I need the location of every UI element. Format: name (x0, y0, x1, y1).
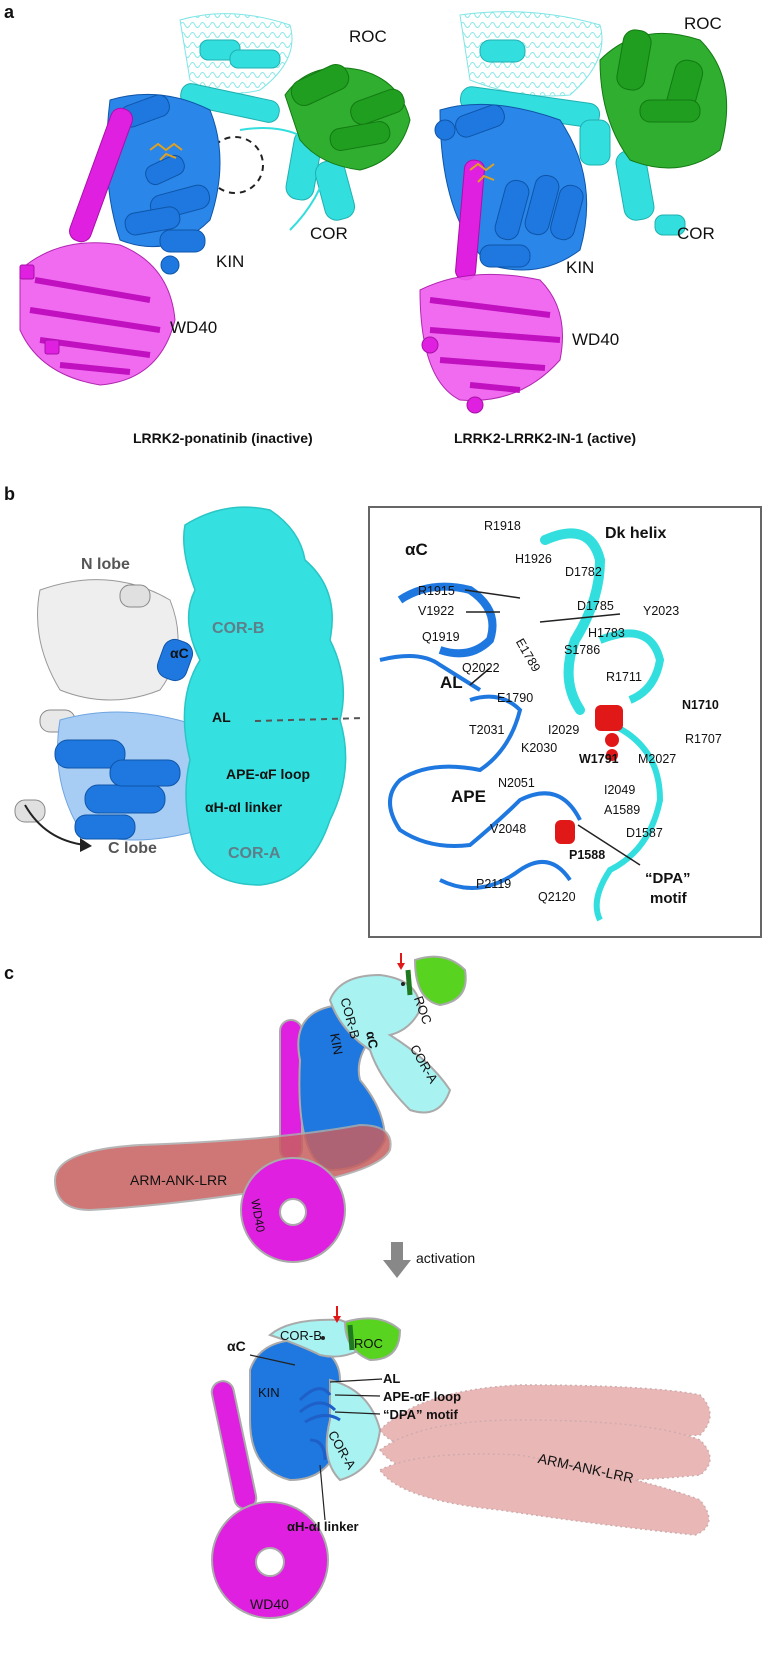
wd40-label-left: WD40 (170, 318, 218, 337)
binding-gap-circle (206, 136, 264, 194)
wd40-domain-right (419, 159, 563, 414)
res-n1710: N1710 (682, 698, 719, 712)
res-q1919: Q1919 (422, 630, 460, 644)
roc-domain-right (599, 29, 728, 169)
cor-b-label-bottom: COR-B (280, 1328, 322, 1343)
arrowhead-icon (80, 838, 92, 852)
ac-label-top: αC (363, 1030, 382, 1050)
activation-label: activation (416, 1250, 476, 1266)
zoom-connector-line (254, 717, 366, 722)
wd40-label-right: WD40 (572, 330, 620, 349)
res-a1589: A1589 (604, 803, 641, 817)
cor-a-label: COR-A (228, 845, 281, 862)
schematic-active (210, 1306, 711, 1619)
res-n2051: N2051 (498, 776, 535, 790)
kin-label-right: KIN (566, 258, 595, 277)
res-m2027: M2027 (638, 752, 677, 766)
al-label-inset: AL (440, 673, 463, 692)
dpa-label-bottom: “DPA” motif (383, 1407, 458, 1422)
res-d1587: D1587 (626, 826, 663, 840)
res-r1915: R1915 (418, 584, 455, 598)
res-y2023: Y2023 (643, 604, 680, 618)
res-t2031: T2031 (469, 723, 505, 737)
kin-label-left: KIN (216, 252, 245, 271)
res-r1711: R1711 (606, 670, 642, 684)
panel-letter-b: b (4, 484, 15, 504)
n-lobe-label: N lobe (81, 556, 130, 573)
arm-label-top: ARM-ANK-LRR (130, 1172, 228, 1188)
inset-structure (379, 528, 665, 922)
c-lobe-rotation-arrow (24, 804, 86, 846)
kinase-cor-surface (14, 506, 366, 886)
cor-b-label: COR-B (212, 620, 265, 637)
res-d1785: D1785 (577, 599, 614, 613)
res-p2119: P2119 (476, 877, 512, 891)
dpa-label-line2: motif (650, 890, 687, 907)
ape-af-label-bottom: APE-αF loop (383, 1389, 462, 1404)
schematic-inactive (53, 953, 467, 1263)
dk-helix-label: Dk helix (605, 525, 667, 542)
activation-arrow (383, 1242, 411, 1278)
structure-inactive (19, 13, 411, 386)
panel-letter-a: a (4, 2, 15, 22)
roc-label-bottom: ROC (354, 1336, 383, 1351)
ac-label-inset: αC (405, 540, 428, 559)
res-v1922: V1922 (418, 604, 455, 618)
zoom-inset-frame (368, 506, 762, 938)
panel-letter-c: c (4, 963, 15, 983)
lrrk2-in-1-ligand (469, 162, 495, 183)
kin-domain-left (106, 93, 221, 275)
cor-domain-right (459, 11, 686, 236)
res-k2030: K2030 (521, 741, 558, 755)
res-h1783: H1783 (588, 626, 625, 640)
res-d1782: D1782 (565, 565, 602, 579)
res-v2048: V2048 (490, 822, 527, 836)
ape-label-inset: APE (451, 787, 486, 806)
res-w1791: W1791 (579, 752, 619, 766)
res-s1786: S1786 (564, 643, 601, 657)
ah-ai-label-b: αH-αI linker (205, 799, 283, 815)
cor-label-right: COR (677, 224, 715, 243)
c-lobe-label: C lobe (108, 840, 157, 857)
res-r1918: R1918 (484, 519, 521, 533)
res-q2022: Q2022 (462, 661, 500, 675)
ponatinib-ligand (149, 142, 183, 161)
kin-label-bottom: KIN (258, 1385, 280, 1400)
al-label-bottom: AL (383, 1371, 401, 1386)
roc-label-right: ROC (684, 14, 722, 33)
cor-label-left: COR (310, 224, 348, 243)
structure-active (419, 11, 728, 414)
ah-ai-label-bottom: αH-αI linker (287, 1519, 359, 1534)
ape-af-label-b: APE-αF loop (226, 766, 311, 782)
caption-inactive: LRRK2-ponatinib (inactive) (133, 430, 313, 446)
res-r1707: R1707 (685, 732, 722, 746)
res-p1588: P1588 (569, 848, 606, 862)
roc-domain-left (284, 63, 411, 171)
res-i2049: I2049 (604, 783, 636, 797)
cor-surface (183, 506, 347, 886)
ac-label-bottom: αC (227, 1338, 246, 1354)
al-label-b: AL (212, 709, 231, 725)
res-h1926: H1926 (515, 552, 552, 566)
dpa-label-line1: “DPA” (645, 870, 691, 887)
roc-label-left: ROC (349, 27, 387, 46)
caption-active: LRRK2-LRRK2-IN-1 (active) (454, 430, 637, 446)
n-lobe-cartoon (37, 579, 194, 733)
ac-label-b: αC (170, 645, 189, 661)
res-e1790: E1790 (497, 691, 534, 705)
res-q2120: Q2120 (538, 890, 576, 904)
res-i2029: I2029 (548, 723, 580, 737)
wd40-domain-left (19, 107, 176, 386)
wd40-label-bottom: WD40 (250, 1596, 289, 1612)
